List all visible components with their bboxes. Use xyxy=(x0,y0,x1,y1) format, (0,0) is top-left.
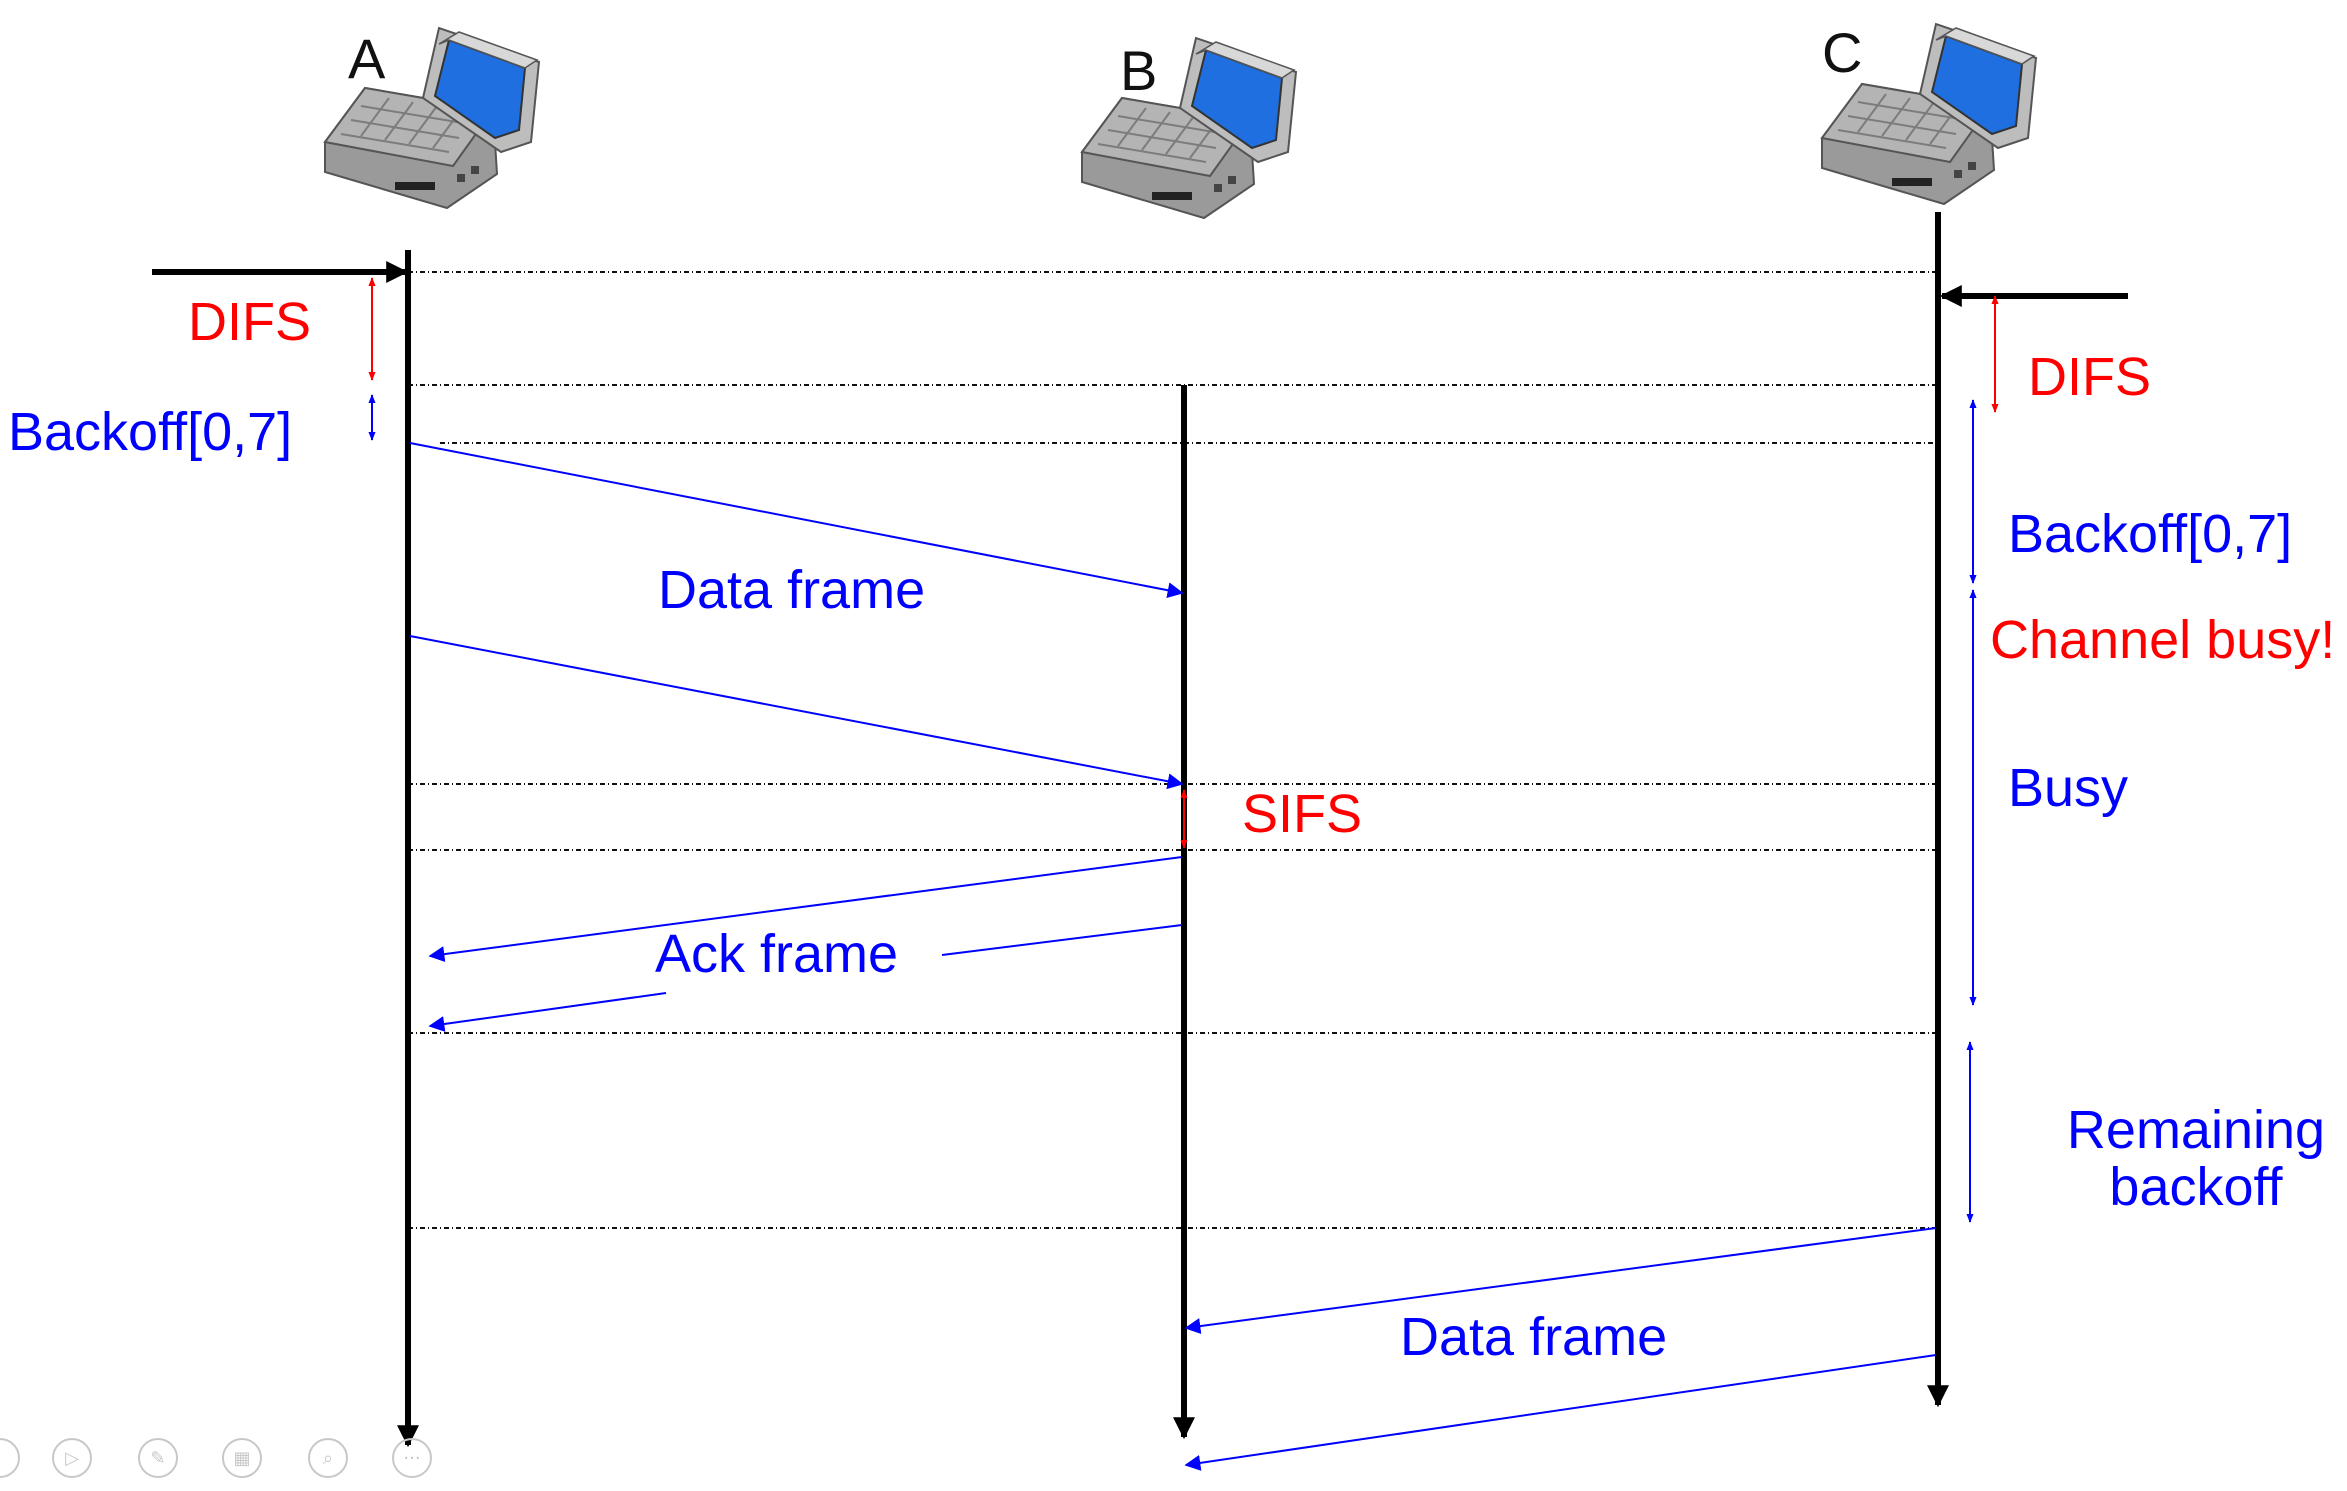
busy-label: Busy xyxy=(2008,758,2128,818)
channel-busy-label: Channel busy! xyxy=(1990,610,2335,670)
node-label-b: B xyxy=(1120,39,1157,102)
data-frame-arrow xyxy=(1184,1227,1937,1335)
node-label-a: A xyxy=(348,27,386,90)
backoff-label-a: Backoff[0,7] xyxy=(8,402,292,462)
play-icon[interactable]: ▷ xyxy=(52,1438,92,1478)
node-label-c: C xyxy=(1822,21,1862,84)
ack-frame-arrow xyxy=(941,924,1183,956)
zoom-icon[interactable]: ⌕ xyxy=(308,1438,348,1478)
slides-icon[interactable]: ▦ xyxy=(222,1438,262,1478)
laptop-icon xyxy=(1081,37,1297,219)
remaining-label-line1: Remaining xyxy=(2067,1100,2325,1160)
difs-label-c: DIFS xyxy=(2028,347,2151,407)
ack-frame-arrow xyxy=(428,856,1183,963)
data-frame-label: Data frame xyxy=(658,560,925,620)
data-frame-label: Data frame xyxy=(1400,1307,1667,1367)
ack-frame-label: Ack frame xyxy=(655,924,898,984)
sifs-label: SIFS xyxy=(1242,784,1362,844)
ack-frame-arrow xyxy=(428,992,667,1032)
remaining-label-line2: backoff xyxy=(2109,1157,2283,1217)
data-frame-arrow xyxy=(409,635,1184,790)
data-frame-arrow xyxy=(409,442,1184,599)
time-markers xyxy=(408,271,1935,1229)
backoff-label-c: Backoff[0,7] xyxy=(2008,504,2292,564)
difs-label-a: DIFS xyxy=(188,292,311,352)
pen-icon[interactable]: ✎ xyxy=(138,1438,178,1478)
data-frame-arrow xyxy=(1184,1354,1937,1471)
more-icon[interactable]: ··· xyxy=(392,1438,432,1478)
